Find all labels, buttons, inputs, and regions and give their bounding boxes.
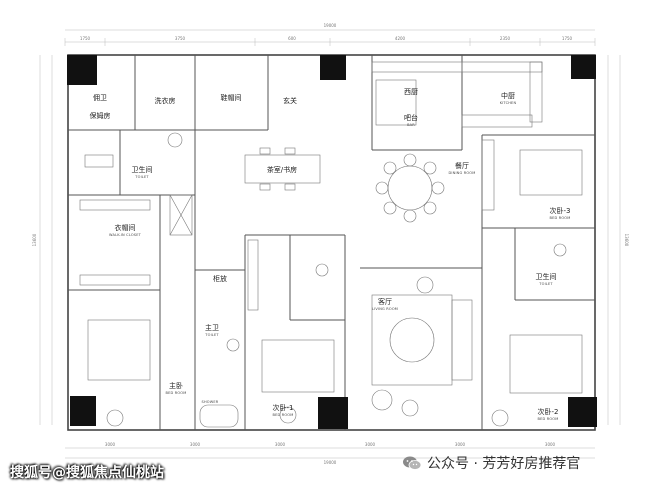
dim-bottom-seg-1: 3000 bbox=[105, 442, 116, 447]
sub-bedroom-2: BED ROOM bbox=[538, 417, 559, 421]
label-cabinet: 柜放 bbox=[213, 274, 227, 283]
label-bedroom-3: 次卧-3 bbox=[550, 206, 571, 215]
sub-bathroom: TOILET bbox=[134, 175, 149, 179]
label-shoe-room: 鞋帽间 bbox=[221, 93, 242, 102]
watermark-sohu: 搜狐号@搜狐焦点仙桃站 bbox=[10, 465, 164, 481]
watermark-wechat: 公众号 · 芳芳好房推荐官 bbox=[402, 452, 580, 474]
wechat-icon bbox=[402, 455, 422, 471]
sub-living-room: LIVING ROOM bbox=[372, 307, 398, 311]
dim-bottom-seg-5: 3000 bbox=[455, 442, 466, 447]
interior-walls bbox=[68, 55, 595, 430]
label-tea-study: 茶室/书房 bbox=[267, 165, 297, 174]
label-bedroom-2: 次卧-2 bbox=[538, 407, 559, 416]
structural-columns bbox=[67, 55, 597, 429]
sub-bar: BAR bbox=[407, 123, 415, 127]
sub-walk-in-closet: WALK-IN CLOSET bbox=[109, 233, 142, 237]
dim-top-seg-2: 3750 bbox=[175, 36, 186, 41]
dim-top-seg-1: 1750 bbox=[80, 36, 91, 41]
label-foyer: 玄关 bbox=[283, 96, 297, 105]
label-maid-bath: 佣卫 bbox=[93, 93, 107, 102]
column-bottom-right bbox=[568, 397, 597, 427]
column-bottom-middle bbox=[318, 397, 348, 429]
column-bottom-left bbox=[70, 396, 96, 426]
dim-bottom-seg-3: 3000 bbox=[275, 442, 286, 447]
dimension-lines bbox=[39, 29, 621, 459]
sub-shower: SHOWER bbox=[202, 400, 219, 404]
label-laundry: 洗衣房 bbox=[155, 96, 176, 105]
sub-chinese-kitchen: KITCHEN bbox=[500, 101, 517, 105]
label-chinese-kitchen: 中厨 bbox=[501, 91, 515, 100]
dim-bottom-seg-6: 3000 bbox=[545, 442, 556, 447]
sub-dining: DINING ROOM bbox=[449, 171, 476, 175]
column-top-right bbox=[571, 55, 596, 79]
dim-bottom-seg-2: 3000 bbox=[190, 442, 201, 447]
dimension-labels: 19000 1750 3750 600 4200 2350 1750 19000… bbox=[32, 23, 629, 465]
label-walk-in-closet: 衣帽间 bbox=[115, 223, 136, 232]
dim-top-seg-6: 1750 bbox=[562, 36, 573, 41]
dim-top-seg-4: 4200 bbox=[395, 36, 406, 41]
dim-top-total: 19000 bbox=[324, 23, 337, 28]
room-labels: 佣卫 保姆房 洗衣房 鞋帽间 玄关 西厨 吧台 BAR 中厨 KITCHEN 卫… bbox=[90, 88, 571, 421]
column-top-middle bbox=[320, 55, 346, 80]
dim-right-total: 13600 bbox=[624, 234, 629, 247]
sub-bedroom-1: BED ROOM bbox=[273, 413, 294, 417]
label-dining: 餐厅 bbox=[455, 161, 469, 170]
dim-top-seg-5: 2350 bbox=[500, 36, 511, 41]
label-maid-room: 保姆房 bbox=[90, 111, 111, 120]
dim-left-total: 13600 bbox=[32, 233, 37, 246]
label-bathroom: 卫生间 bbox=[132, 165, 153, 174]
label-bathroom-2: 卫生间 bbox=[536, 272, 557, 281]
label-western-kitchen: 西厨 bbox=[404, 88, 418, 96]
label-master-bath: 主卫 bbox=[205, 323, 219, 332]
label-bar: 吧台 bbox=[404, 113, 418, 122]
watermark-wechat-text: 公众号 · 芳芳好房推荐官 bbox=[427, 456, 581, 472]
exterior-walls bbox=[67, 54, 596, 431]
sub-bedroom-3: BED ROOM bbox=[550, 216, 571, 220]
label-bedroom-1: 次卧-1 bbox=[273, 403, 294, 412]
furniture bbox=[79, 61, 583, 428]
label-living-room: 客厅 bbox=[378, 297, 392, 306]
sub-bathroom-2: TOILET bbox=[538, 282, 553, 286]
label-master-bedroom: 主卧 bbox=[169, 381, 183, 390]
column-top-left bbox=[67, 55, 97, 85]
dim-top-seg-3: 600 bbox=[288, 36, 296, 41]
dim-bottom-seg-4: 3000 bbox=[365, 442, 376, 447]
dim-bottom-total: 19000 bbox=[324, 460, 337, 465]
sub-master-bath: TOILET bbox=[204, 333, 219, 337]
sub-master-bedroom: BED ROOM bbox=[166, 391, 187, 395]
